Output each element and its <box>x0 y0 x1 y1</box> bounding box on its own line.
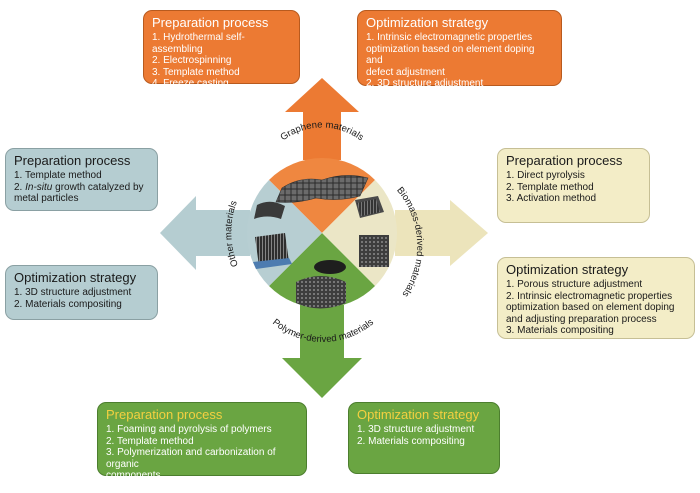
list-item: 3. Polymerization and carbonization of o… <box>106 447 298 470</box>
list-item: optimization based on element doping <box>506 302 686 314</box>
list-item: 3. Activation method <box>506 193 641 205</box>
box-title: Preparation process <box>14 153 149 168</box>
list-item: 1. Porous structure adjustment <box>506 279 686 291</box>
arrow-down <box>282 305 362 398</box>
box-title: Optimization strategy <box>14 270 149 285</box>
box-title: Preparation process <box>506 153 641 168</box>
box-title: Optimization strategy <box>357 407 491 422</box>
list-item: 1. Hydrothermal self-assembling <box>152 32 291 55</box>
list-item: 1. 3D structure adjustment <box>357 424 491 436</box>
list-item: optimization based on element doping and <box>366 44 553 67</box>
list-item: 4. Freeze casting <box>152 78 291 90</box>
other-optimization-box: Optimization strategy 1. 3D structure ad… <box>5 265 158 320</box>
list-item: defect adjustment <box>366 67 553 79</box>
list-item: metal particles <box>14 193 149 205</box>
box-title: Optimization strategy <box>366 15 553 30</box>
list-item: 1. Foaming and pyrolysis of polymers <box>106 424 298 436</box>
list-item: 2. Electrospinning <box>152 55 291 67</box>
list-item: and adjusting preparation process <box>506 314 686 326</box>
list-item: 1. Intrinsic electromagnetic properties <box>366 32 553 44</box>
list-item: 1. Direct pyrolysis <box>506 170 641 182</box>
list-item: 2. Materials compositing <box>14 299 149 311</box>
list-item: 1. Template method <box>14 170 149 182</box>
list-item: 2. 3D structure adjustment <box>366 78 553 90</box>
list-item: components <box>106 470 298 482</box>
box-title: Optimization strategy <box>506 262 686 277</box>
biomass-preparation-box: Preparation process 1. Direct pyrolysis … <box>497 148 650 223</box>
list-item: 2. Materials compositing <box>357 436 491 448</box>
list-item: 2. Intrinsic electromagnetic properties <box>506 291 686 303</box>
box-title: Preparation process <box>106 407 298 422</box>
arrow-up <box>285 78 359 160</box>
box-title: Preparation process <box>152 15 291 30</box>
in-situ-italic: In-situ <box>25 182 52 193</box>
polymer-optimization-box: Optimization strategy 1. 3D structure ad… <box>348 402 500 474</box>
list-item: 1. 3D structure adjustment <box>14 287 149 299</box>
graphene-preparation-box: Preparation process 1. Hydrothermal self… <box>143 10 300 84</box>
list-item: 2. In-situ growth catalyzed by <box>14 182 149 194</box>
other-preparation-box: Preparation process 1. Template method 2… <box>5 148 158 211</box>
polymer-preparation-box: Preparation process 1. Foaming and pyrol… <box>97 402 307 476</box>
list-item: 2. Template method <box>506 182 641 194</box>
list-item: 3. Materials compositing <box>366 90 553 102</box>
list-item: 4. Electrospinning and carbonization <box>106 482 298 493</box>
biomass-optimization-box: Optimization strategy 1. Porous structur… <box>497 257 695 339</box>
list-item: 2. Template method <box>106 436 298 448</box>
graphene-optimization-box: Optimization strategy 1. Intrinsic elect… <box>357 10 562 86</box>
list-item: 3. Template method <box>152 67 291 79</box>
list-item: 3. Materials compositing <box>506 325 686 337</box>
